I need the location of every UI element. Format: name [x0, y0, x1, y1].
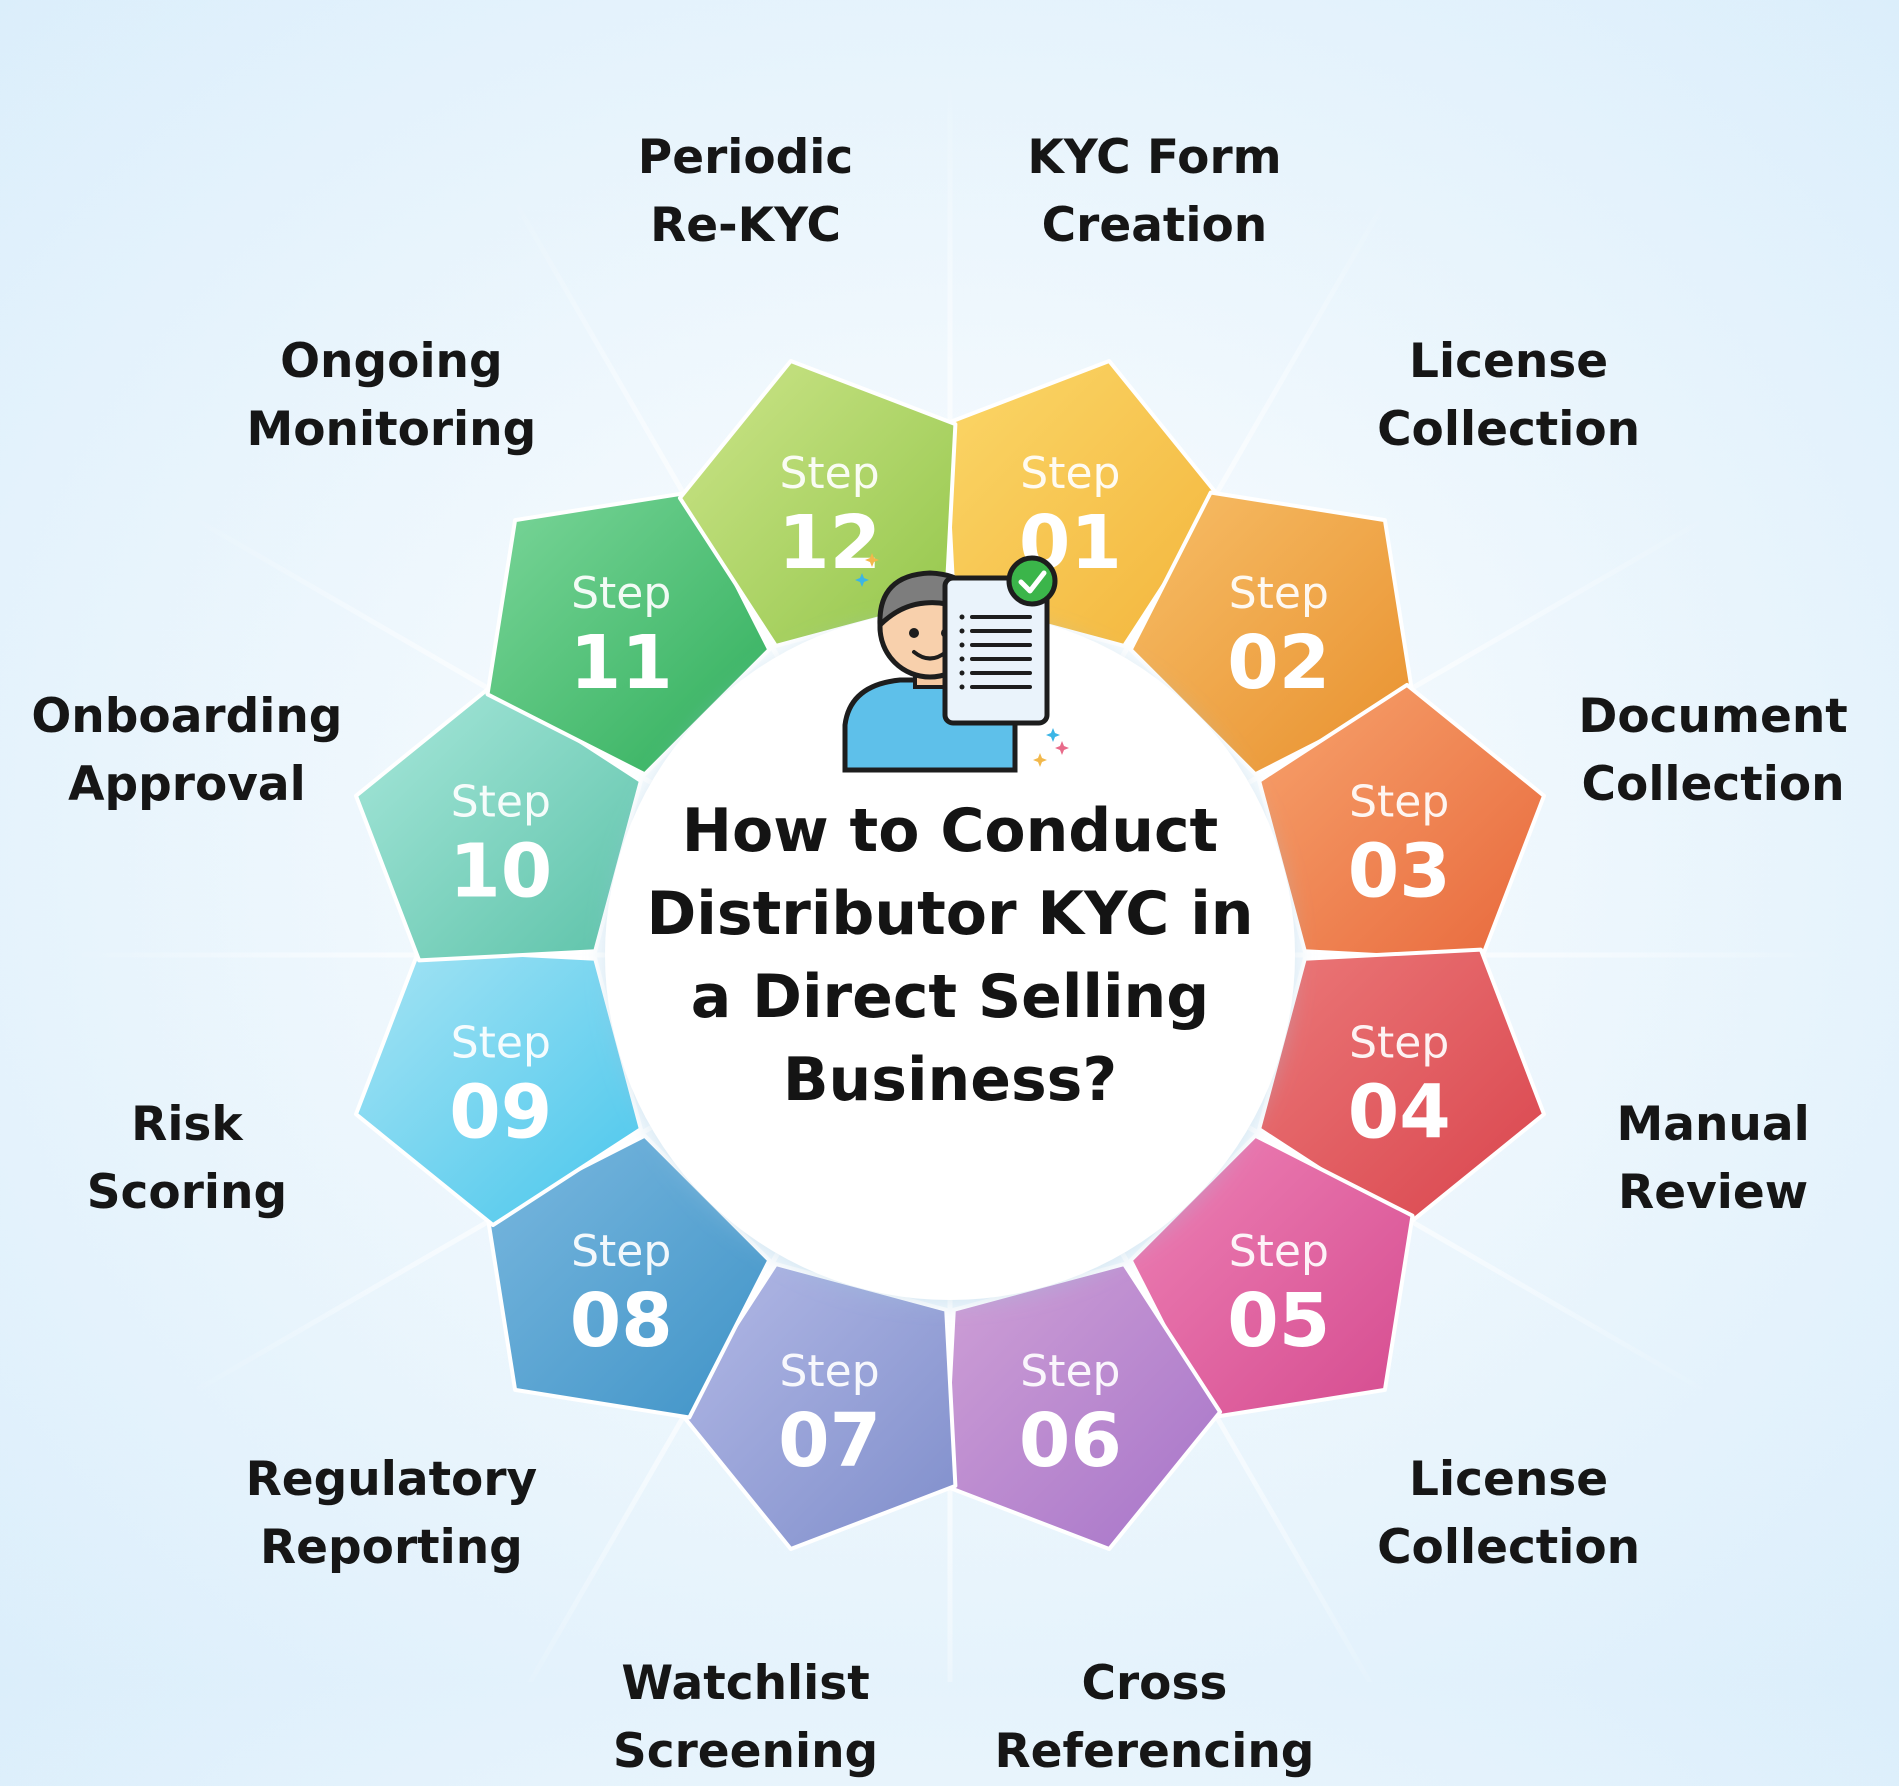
- center-title-line: Distributor KYC in: [646, 879, 1254, 949]
- step-word: Step: [571, 568, 671, 619]
- step-label-line: Re-KYC: [650, 197, 841, 253]
- step-word: Step: [571, 1226, 671, 1277]
- document-bullet-icon: [959, 684, 965, 690]
- step-number: 11: [570, 620, 673, 706]
- step-number: 08: [570, 1278, 673, 1364]
- step-label-line: Referencing: [994, 1724, 1315, 1780]
- step-word: Step: [1020, 448, 1120, 499]
- step-label-line: Periodic: [637, 129, 854, 185]
- step-label-line: Watchlist: [621, 1656, 870, 1712]
- step-label-line: Risk: [131, 1097, 243, 1153]
- step-label-line: License: [1409, 334, 1609, 390]
- document-bullet-icon: [959, 656, 965, 662]
- center-circle: [605, 610, 1295, 1300]
- step-word: Step: [1349, 1017, 1449, 1068]
- center-title-line: Business?: [782, 1045, 1118, 1115]
- step-label-line: Screening: [612, 1724, 879, 1780]
- step-label-line: Document: [1578, 688, 1848, 744]
- step-label-line: Onboarding: [31, 688, 343, 744]
- document-bullet-icon: [959, 642, 965, 648]
- sparkle-icon: [865, 553, 879, 567]
- step-word: Step: [1229, 1226, 1329, 1277]
- center-title-line: a Direct Selling: [690, 962, 1210, 1032]
- step-word: Step: [1020, 1346, 1120, 1397]
- step-label-line: Creation: [1041, 197, 1268, 253]
- document-bullet-icon: [959, 614, 965, 620]
- step-word: Step: [1349, 777, 1449, 828]
- step-label-line: Manual: [1616, 1097, 1810, 1153]
- step-word: Step: [780, 448, 880, 499]
- person-eye-icon: [909, 628, 919, 638]
- sparkle-icon: [1033, 753, 1047, 767]
- step-label-line: Collection: [1581, 756, 1845, 812]
- step-label-line: Review: [1618, 1165, 1809, 1221]
- check-badge-icon: [1006, 555, 1058, 607]
- step-label-line: KYC Form: [1027, 129, 1282, 185]
- step-label-line: Regulatory: [245, 1451, 538, 1507]
- step-label-line: Ongoing: [280, 334, 503, 390]
- step-label-line: Collection: [1377, 1519, 1641, 1575]
- step-label-line: Reporting: [259, 1519, 523, 1575]
- step-word: Step: [1229, 568, 1329, 619]
- step-label-line: Scoring: [86, 1165, 288, 1221]
- check-mark-icon: [1018, 570, 1047, 594]
- step-word: Step: [451, 777, 551, 828]
- step-number: 04: [1348, 1069, 1451, 1155]
- step-number: 02: [1227, 620, 1330, 706]
- step-label-line: Cross: [1081, 1656, 1228, 1712]
- center-title: How to Conduct Distributor KYC in a Dire…: [620, 790, 1280, 1122]
- step-number: 06: [1019, 1398, 1122, 1484]
- step-word: Step: [780, 1346, 880, 1397]
- step-label-line: Approval: [68, 756, 306, 812]
- sparkle-icon: [1055, 741, 1069, 755]
- step-label-line: License: [1409, 1451, 1609, 1507]
- document-bullet-icon: [959, 628, 965, 634]
- step-label-line: Collection: [1377, 402, 1641, 458]
- sparkle-icon: [855, 573, 869, 587]
- step-number: 12: [778, 500, 881, 586]
- step-number: 10: [449, 829, 552, 915]
- sparkle-icon: [1046, 728, 1060, 742]
- step-word: Step: [451, 1017, 551, 1068]
- steps-wheel: Step01Step02Step03Step04Step05Step06Step…: [70, 75, 1830, 1682]
- step-number: 09: [449, 1069, 552, 1155]
- document-bullet-icon: [959, 670, 965, 676]
- center-title-line: How to Conduct: [681, 796, 1219, 866]
- step-label-line: Monitoring: [246, 402, 537, 458]
- step-number: 05: [1227, 1278, 1330, 1364]
- person-with-verified-document-icon: [842, 553, 1069, 773]
- step-number: 07: [778, 1398, 881, 1484]
- step-number: 03: [1348, 829, 1451, 915]
